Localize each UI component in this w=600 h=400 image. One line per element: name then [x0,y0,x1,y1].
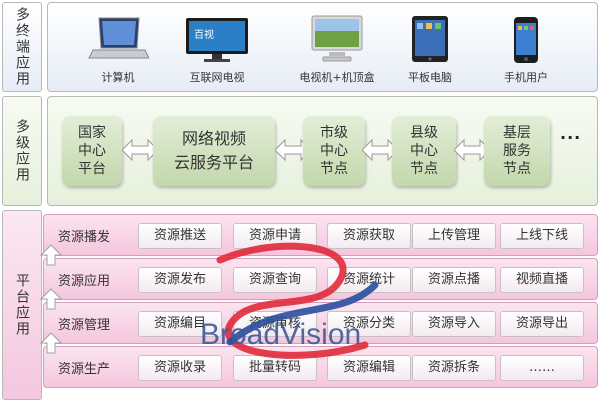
platform-cell: …… [500,355,584,381]
device-label: 手机用户 [504,71,548,84]
double-arrow-icon [122,138,158,162]
node-city: 市级 中心 节点 [303,116,365,186]
double-arrow-icon [275,138,311,162]
node-grassroots: 基层 服务 节点 [484,116,550,186]
platform-subrow-application: 资源应用 资源发布 资源查询 资源统计 资源点播 视频直播 [43,258,598,300]
platform-cell: 资源统计 [327,267,411,293]
device-label: 平板电脑 [408,71,452,84]
platform-subrow-production: 资源生产 资源收录 批量转码 资源编辑 资源拆条 …… [43,346,598,388]
multilevel-row-label-box: 多级应用 [2,96,42,206]
terminal-row-label-box: 多终端应用 [2,2,42,92]
device-label: 互联网电视 [189,71,245,84]
tv-screen-text: 百视 [194,28,214,41]
node-cloud-platform: 网络视频 云服务平台 [153,116,275,186]
platform-cell: 资源点播 [412,267,496,293]
phone-icon [514,17,538,63]
subrow-label: 资源管理 [58,318,111,333]
subrow-label: 资源播发 [58,230,111,245]
platform-cell: 上线下线 [500,223,584,249]
platform-cell: 资源收录 [138,355,222,381]
platform-cell: 上传管理 [412,223,496,249]
platform-row-label: 平台应用 [14,273,30,337]
tablet-icon [412,16,448,62]
platform-cell: 批量转码 [233,355,317,381]
up-arrow-icon [40,332,62,354]
device-label: 计算机 [101,71,135,84]
laptop-icon [88,17,149,59]
platform-cell: 资源获取 [327,223,411,249]
platform-cell: 资源拆条 [412,355,496,381]
subrow-label: 资源生产 [58,362,111,377]
up-arrow-icon [40,244,62,266]
broadvision-logo-text: BroadVision [200,318,362,351]
platform-cell: 资源申请 [233,223,317,249]
node-national: 国家 中心 平台 [62,116,122,186]
device-label: 电视机+机顶盒 [299,71,375,84]
platform-cell: 资源发布 [138,267,222,293]
platform-cell: 资源编辑 [327,355,411,381]
platform-cell: 资源编目 [138,311,222,337]
more-nodes-ellipsis: ··· [560,128,582,147]
multilevel-row-label: 多级应用 [14,119,30,183]
up-arrow-icon [40,288,62,310]
platform-cell: 资源导入 [412,311,496,337]
tv-icon: 百视 [186,18,248,62]
platform-row-label-box: 平台应用 [2,210,42,400]
platform-cell: 视频直播 [500,267,584,293]
node-county: 县级 中心 节点 [392,116,456,186]
subrow-label: 资源应用 [58,274,111,289]
platform-cell: 资源查询 [233,267,317,293]
platform-cell: 资源导出 [500,311,584,337]
double-arrow-icon [362,138,398,162]
multilevel-row: 多级应用 国家 中心 平台 网络视频 云服务平台 市级 中心 节点 县级 中心 … [0,96,600,206]
platform-row: 平台应用 资源播发 资源推送 资源申请 资源获取 上传管理 上线下线 资源应用 … [0,210,600,400]
monitor-icon [311,15,363,62]
platform-cell: 资源推送 [138,223,222,249]
terminal-row-label: 多终端应用 [14,7,30,87]
terminal-row: 多终端应用 计算机 百视 互联网电视 电视机+机顶盒 [0,2,600,92]
double-arrow-icon [454,138,490,162]
platform-subrow-distribute: 资源播发 资源推送 资源申请 资源获取 上传管理 上线下线 [43,214,598,256]
